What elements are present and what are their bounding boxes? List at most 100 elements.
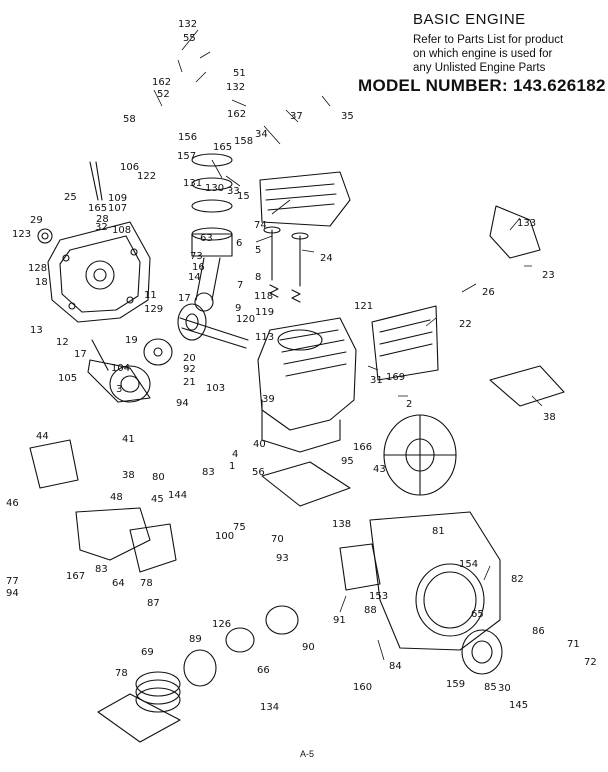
part-callout-9: 9 <box>235 303 241 314</box>
diagram-title: BASIC ENGINE <box>413 11 526 28</box>
part-callout-88: 88 <box>364 605 377 616</box>
part-callout-131: 131 <box>183 178 202 189</box>
part-callout-18: 18 <box>35 277 48 288</box>
part-callout-105: 105 <box>58 373 77 384</box>
part-callout-119: 119 <box>255 307 274 318</box>
part-callout-84: 84 <box>389 661 402 672</box>
part-callout-29: 29 <box>30 215 43 226</box>
part-callout-38: 38 <box>122 470 135 481</box>
parts-list-note-line-1: Refer to Parts List for product <box>413 34 564 46</box>
part-callout-71: 71 <box>567 639 580 650</box>
part-callout-78: 78 <box>115 668 128 679</box>
valves-drawing <box>263 226 309 303</box>
part-callout-81: 81 <box>432 526 445 537</box>
part-callout-70: 70 <box>271 534 284 545</box>
part-callout-107: 107 <box>108 203 127 214</box>
part-callout-85: 85 <box>484 682 497 693</box>
part-callout-13: 13 <box>30 325 43 336</box>
part-callout-167: 167 <box>66 571 85 582</box>
part-callout-12: 12 <box>56 337 69 348</box>
piston-drawing <box>191 153 233 312</box>
part-callout-77: 77 <box>6 576 19 587</box>
part-callout-15: 15 <box>237 191 250 202</box>
part-callout-104: 104 <box>111 363 130 374</box>
part-callout-5: 5 <box>255 245 261 256</box>
parts-list-note-line-2: on which engine is used for <box>413 48 553 60</box>
part-callout-166: 166 <box>353 442 372 453</box>
part-callout-82: 82 <box>511 574 524 585</box>
part-callout-55: 55 <box>183 33 196 44</box>
part-callout-126: 126 <box>212 619 231 630</box>
part-callout-4: 4 <box>232 449 238 460</box>
part-callout-31: 31 <box>370 375 383 386</box>
part-callout-17: 17 <box>74 349 87 360</box>
part-callout-65: 65 <box>471 609 484 620</box>
part-callout-157: 157 <box>177 151 196 162</box>
part-callout-133: 133 <box>517 218 536 229</box>
part-callout-83: 83 <box>202 467 215 478</box>
part-callout-144: 144 <box>168 490 187 501</box>
part-callout-22: 22 <box>459 319 472 330</box>
part-callout-162: 162 <box>227 109 246 120</box>
part-callout-162: 162 <box>152 77 171 88</box>
part-callout-19: 19 <box>125 335 138 346</box>
part-callout-64: 64 <box>112 578 125 589</box>
part-callout-169: 169 <box>386 372 405 383</box>
part-callout-80: 80 <box>152 472 165 483</box>
part-callout-24: 24 <box>320 253 333 264</box>
part-callout-122: 122 <box>137 171 156 182</box>
part-callout-37: 37 <box>290 111 303 122</box>
part-callout-165: 165 <box>88 203 107 214</box>
part-callout-156: 156 <box>178 132 197 143</box>
crankcase-cover-drawing <box>37 161 151 323</box>
part-callout-63: 63 <box>200 233 213 244</box>
part-callout-128: 128 <box>28 263 47 274</box>
part-callout-48: 48 <box>110 492 123 503</box>
part-callout-41: 41 <box>122 434 135 445</box>
part-callout-92: 92 <box>183 364 196 375</box>
part-callout-130: 130 <box>205 183 224 194</box>
part-callout-45: 45 <box>151 494 164 505</box>
part-callout-35: 35 <box>341 111 354 122</box>
part-callout-7: 7 <box>237 280 243 291</box>
part-callout-108: 108 <box>112 225 131 236</box>
air-filter-drawing <box>97 605 299 743</box>
part-callout-28: 28 <box>96 214 109 225</box>
part-callout-134: 134 <box>260 702 279 713</box>
part-callout-34: 34 <box>255 129 268 140</box>
part-callout-100: 100 <box>215 531 234 542</box>
part-callout-118: 118 <box>254 291 273 302</box>
part-callout-33: 33 <box>227 186 240 197</box>
crankshaft-drawing <box>87 303 249 403</box>
part-callout-106: 106 <box>120 162 139 173</box>
part-callout-58: 58 <box>123 114 136 125</box>
part-callout-8: 8 <box>255 272 261 283</box>
part-callout-87: 87 <box>147 598 160 609</box>
part-callout-6: 6 <box>236 238 242 249</box>
part-callout-129: 129 <box>144 304 163 315</box>
part-callout-16: 16 <box>192 262 205 273</box>
part-callout-83: 83 <box>95 564 108 575</box>
part-callout-160: 160 <box>353 682 372 693</box>
part-callout-93: 93 <box>276 553 289 564</box>
part-callout-78: 78 <box>140 578 153 589</box>
part-callout-165: 165 <box>213 142 232 153</box>
part-callout-94: 94 <box>6 588 19 599</box>
part-callout-30: 30 <box>498 683 511 694</box>
part-callout-3: 3 <box>116 384 122 395</box>
part-callout-43: 43 <box>373 464 386 475</box>
part-callout-23: 23 <box>542 270 555 281</box>
part-callout-39: 39 <box>262 394 275 405</box>
part-callout-90: 90 <box>302 642 315 653</box>
part-callout-26: 26 <box>482 287 495 298</box>
page-number: A-5 <box>300 749 315 759</box>
part-callout-121: 121 <box>354 301 373 312</box>
part-callout-86: 86 <box>532 626 545 637</box>
part-callout-91: 91 <box>333 615 346 626</box>
part-callout-113: 113 <box>255 332 274 343</box>
part-callout-32: 32 <box>95 222 108 233</box>
part-callout-69: 69 <box>141 647 154 658</box>
part-callout-14: 14 <box>188 272 201 283</box>
part-callout-46: 46 <box>6 498 19 509</box>
